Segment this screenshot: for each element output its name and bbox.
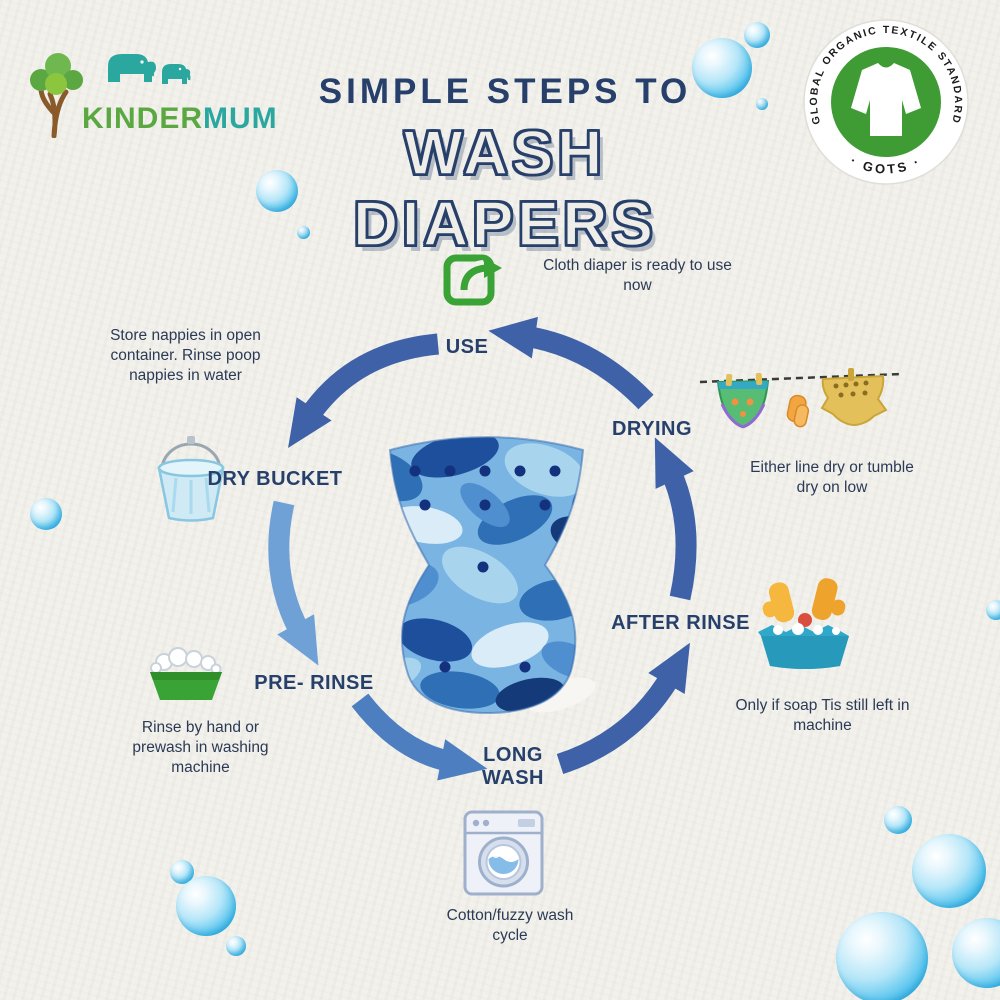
green-diaper	[716, 372, 770, 429]
step-label-after-rinse: AFTER RINSE	[611, 612, 750, 634]
bubble-decoration	[986, 600, 1000, 620]
shirt-icon	[851, 63, 921, 136]
brand-kinder: KINDER	[82, 102, 204, 135]
diaper-snaps	[409, 465, 561, 673]
step-desc-pre-rinse: Rinse by hand or prewash in washing mach…	[132, 719, 269, 776]
bubble-decoration	[226, 936, 246, 956]
cloth-diaper-image	[388, 436, 596, 715]
reuse-arrow-icon	[443, 254, 502, 306]
yellow-diaper	[820, 368, 888, 427]
bucket-icon	[157, 436, 225, 522]
arrow-longwash-to-afterrinse	[556, 642, 690, 774]
step-label-use: USE	[445, 336, 489, 358]
step-desc-use: Cloth diaper is ready to use now	[543, 257, 732, 294]
arrow-prerinse-to-longwash	[351, 693, 488, 781]
hand-wash-basin-icon	[758, 578, 849, 669]
step-desc-long-wash: Cotton/fuzzy wash cycle	[446, 907, 574, 944]
title-line1: SIMPLE STEPS TO	[318, 72, 692, 111]
step-desc-after-rinse: Only if soap Tis still left in machine	[735, 697, 910, 734]
orange-mitt	[786, 394, 810, 428]
poster-title: SIMPLE STEPS TO WASH DIAPERS	[260, 72, 750, 260]
clothesline-diapers-icon	[699, 368, 902, 429]
bubble-decoration	[256, 170, 298, 212]
bubble-decoration	[836, 912, 928, 1000]
step-desc-dry-bucket: Store nappies in open container. Rinse p…	[110, 327, 261, 384]
step-desc-drying: Either line dry or tumble dry on low	[750, 459, 914, 496]
step-label-dry-bucket: DRY BUCKET	[207, 468, 343, 490]
bubble-decoration	[884, 806, 912, 834]
elephants-icon	[108, 54, 191, 84]
arrow-afterrinse-to-drying	[654, 437, 697, 601]
step-label-drying: DRYING	[611, 418, 693, 440]
bubble-decoration	[952, 918, 1000, 988]
arrow-use-to-drybucket	[288, 333, 440, 448]
soap-suds-dish-icon	[150, 647, 222, 700]
bubble-decoration	[297, 226, 310, 239]
tree-icon	[30, 53, 83, 138]
kindermum-logo: KINDERMUM	[26, 42, 277, 146]
brand-name: KINDERMUM	[82, 102, 278, 136]
bubble-decoration	[756, 98, 768, 110]
bubble-decoration	[912, 834, 986, 908]
bubble-decoration	[30, 498, 62, 530]
brand-mum: MUM	[203, 102, 278, 135]
step-label-pre-rinse: PRE- RINSE	[254, 672, 374, 694]
title-line2: WASH DIAPERS	[352, 118, 657, 260]
bubble-decoration	[176, 876, 236, 936]
gots-badge-icon: GLOBAL ORGANIC TEXTILE STANDARD · GOTS ·	[803, 19, 969, 185]
gots-badge: GLOBAL ORGANIC TEXTILE STANDARD · GOTS ·	[802, 18, 970, 191]
bubble-decoration	[744, 22, 770, 48]
bubble-decoration	[692, 38, 752, 98]
arrow-drying-to-use	[488, 316, 654, 410]
arrow-drybucket-to-prerinse	[268, 500, 319, 666]
washing-machine-icon	[463, 810, 544, 896]
step-label-long-wash: LONG WASH	[482, 744, 544, 789]
